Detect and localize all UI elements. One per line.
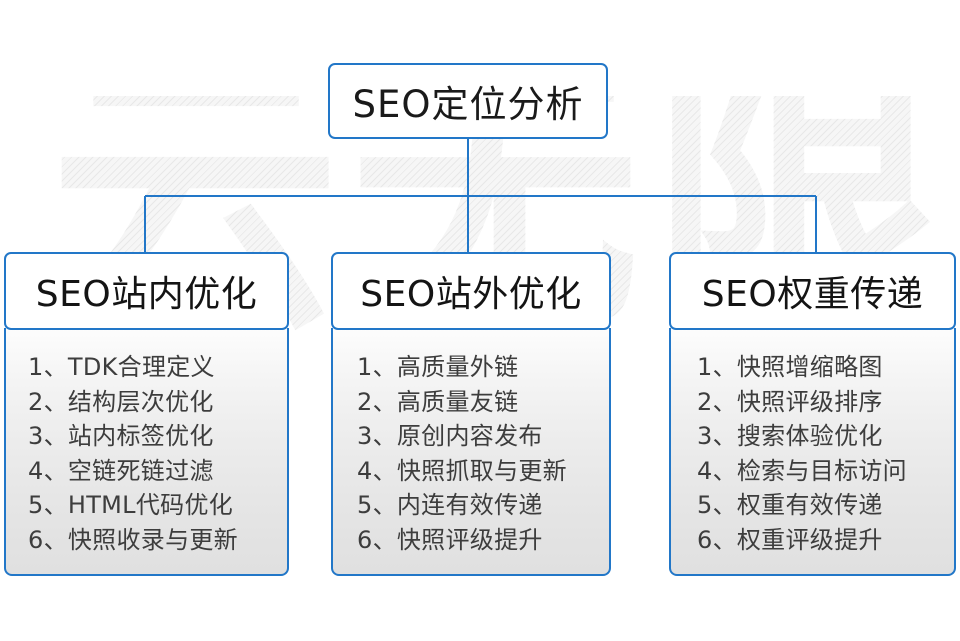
list-item: 1、TDK合理定义 — [28, 353, 215, 381]
list-item: 2、快照评级排序 — [697, 387, 883, 416]
list-item: 6、快照收录与更新 — [28, 525, 238, 554]
list-item: 3、站内标签优化 — [28, 422, 214, 450]
branch-header-2[interactable]: SEO站外优化 — [331, 252, 611, 330]
branch-body-3: 1、快照增缩略图 2、快照评级排序 3、搜索体验优化 4、检索与目标访问 5、权… — [669, 328, 956, 576]
list-item: 6、快照评级提升 — [357, 525, 543, 554]
branch-body-2: 1、高质量外链 2、高质量友链 3、原创内容发布 4、快照抓取与更新 5、内连有… — [331, 328, 611, 576]
list-item: 3、原创内容发布 — [357, 422, 543, 450]
list-item: 4、快照抓取与更新 — [357, 456, 567, 485]
branch-column-3: SEO权重传递 1、快照增缩略图 2、快照评级排序 3、搜索体验优化 4、检索与… — [669, 252, 956, 576]
branch-list-2: 1、高质量外链 2、高质量友链 3、原创内容发布 4、快照抓取与更新 5、内连有… — [333, 350, 609, 557]
root-node-title: SEO定位分析 — [352, 83, 584, 126]
root-node[interactable]: SEO定位分析 — [328, 63, 608, 139]
list-item: 1、高质量外链 — [357, 353, 519, 381]
branch-body-1: 1、TDK合理定义 2、结构层次优化 3、站内标签优化 4、空链死链过滤 5、H… — [4, 328, 289, 576]
list-item: 6、权重评级提升 — [697, 525, 883, 554]
list-item: 2、高质量友链 — [357, 387, 519, 416]
branch-header-1-title: SEO站内优化 — [35, 274, 258, 315]
branch-header-2-title: SEO站外优化 — [360, 274, 582, 315]
list-item: 5、权重有效传递 — [697, 491, 883, 519]
list-item: 5、HTML代码优化 — [28, 491, 234, 519]
branch-column-2: SEO站外优化 1、高质量外链 2、高质量友链 3、原创内容发布 4、快照抓取与… — [331, 252, 611, 576]
list-item: 5、内连有效传递 — [357, 491, 543, 519]
branch-list-3: 1、快照增缩略图 2、快照评级排序 3、搜索体验优化 4、检索与目标访问 5、权… — [671, 350, 954, 557]
branch-header-1[interactable]: SEO站内优化 — [4, 252, 289, 330]
list-item: 4、检索与目标访问 — [697, 456, 907, 485]
list-item: 4、空链死链过滤 — [28, 456, 214, 485]
list-item: 1、快照增缩略图 — [697, 353, 883, 381]
list-item: 2、结构层次优化 — [28, 387, 214, 416]
branch-column-1: SEO站内优化 1、TDK合理定义 2、结构层次优化 3、站内标签优化 4、空链… — [4, 252, 289, 576]
branch-header-3[interactable]: SEO权重传递 — [669, 252, 956, 330]
list-item: 3、搜索体验优化 — [697, 422, 883, 450]
branch-header-3-title: SEO权重传递 — [701, 274, 924, 315]
branch-list-1: 1、TDK合理定义 2、结构层次优化 3、站内标签优化 4、空链死链过滤 5、H… — [6, 350, 287, 557]
